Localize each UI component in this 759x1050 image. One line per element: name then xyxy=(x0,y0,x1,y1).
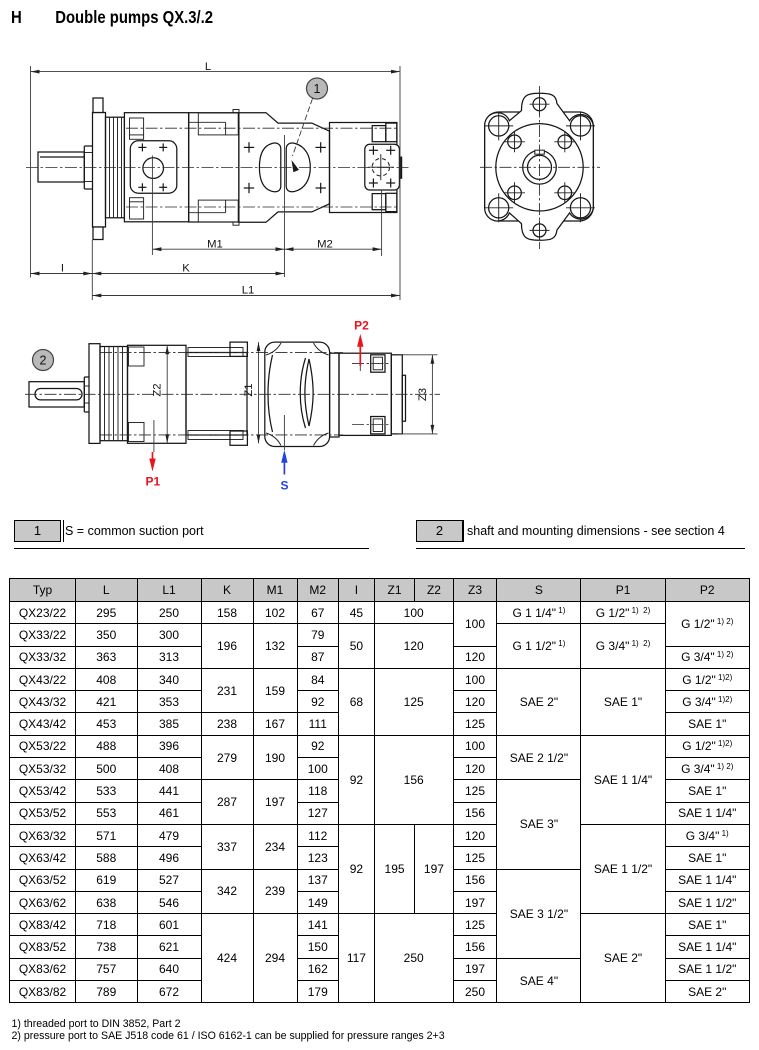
svg-text:K: K xyxy=(182,262,190,274)
svg-text:M1: M1 xyxy=(207,238,223,250)
svg-text:Z1: Z1 xyxy=(243,383,255,396)
svg-text:S: S xyxy=(280,479,288,493)
svg-text:L: L xyxy=(205,61,211,73)
svg-text:1: 1 xyxy=(314,82,321,96)
svg-text:Z3: Z3 xyxy=(417,388,429,401)
svg-text:L1: L1 xyxy=(242,285,255,297)
svg-text:Z2: Z2 xyxy=(152,383,164,396)
svg-text:M2: M2 xyxy=(317,238,333,250)
svg-text:P1: P1 xyxy=(145,475,160,489)
svg-text:P2: P2 xyxy=(354,319,369,333)
svg-text:I: I xyxy=(61,262,64,274)
svg-text:2: 2 xyxy=(40,354,47,368)
